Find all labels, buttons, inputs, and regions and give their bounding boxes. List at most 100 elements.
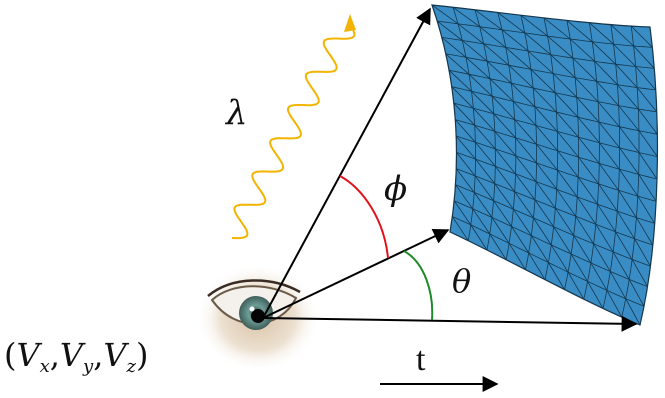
mesh-line [617, 84, 639, 110]
mesh-line [456, 152, 476, 177]
mesh-line [508, 64, 534, 89]
mesh-line [589, 22, 614, 45]
mesh-line [511, 83, 536, 107]
mesh-line [524, 32, 551, 55]
light-wave [231, 21, 356, 240]
vx-symbol: V [16, 336, 42, 374]
theta-label: θ [452, 262, 471, 300]
mesh-line [514, 191, 534, 219]
comma-1: , [50, 336, 60, 374]
mesh-line [557, 169, 578, 198]
mesh-line [453, 102, 475, 126]
mesh-line [578, 136, 600, 164]
mesh-line [453, 200, 472, 226]
mesh-line [465, 57, 491, 79]
mesh-surface [431, 4, 659, 326]
mesh-line [534, 106, 558, 132]
eye-image [196, 264, 320, 372]
mesh-line [612, 251, 630, 280]
mesh-line [570, 253, 588, 282]
mesh-line [535, 125, 558, 152]
mesh-line [470, 224, 488, 251]
mesh-line [515, 155, 537, 182]
mesh-line [441, 37, 467, 58]
mesh-line [590, 262, 608, 291]
vy-subscript: y [82, 356, 94, 377]
mesh-line [576, 196, 597, 225]
vz-symbol: V [103, 336, 129, 374]
vy-symbol: V [60, 336, 86, 374]
mesh-line [436, 20, 463, 41]
mesh-line [491, 217, 510, 244]
mesh-line [597, 203, 616, 233]
mesh-line [543, 17, 571, 40]
mesh-line [534, 199, 554, 227]
mesh-line [554, 92, 579, 118]
mesh-line [594, 61, 618, 85]
mesh-line [609, 271, 627, 299]
mesh-line [548, 262, 565, 290]
mesh-line [491, 95, 515, 120]
mesh-line [468, 74, 493, 97]
mesh-line [513, 101, 537, 126]
mesh-line [533, 217, 552, 246]
mesh-line [637, 108, 658, 135]
mesh-line [462, 40, 488, 62]
mesh-line [501, 29, 529, 52]
theta-arc [403, 250, 434, 321]
mesh-line [577, 176, 598, 205]
arrow-to-surface-bottom [262, 315, 638, 332]
mesh-line [557, 150, 579, 178]
mesh-line [513, 208, 532, 236]
mesh-line [474, 175, 494, 201]
mesh-line [457, 23, 484, 45]
mesh-line [530, 235, 549, 263]
mesh-line [528, 252, 546, 280]
mesh-line [618, 190, 637, 218]
mesh-line [475, 142, 496, 167]
mesh-line [619, 126, 640, 153]
mesh-line [479, 26, 506, 48]
mesh-line [597, 101, 620, 127]
mesh-line [625, 298, 641, 325]
mesh-line [635, 66, 657, 91]
vx-subscript: x [40, 356, 50, 377]
mesh-line [630, 25, 653, 48]
viewpoint-label: (Vx,Vy,Vz) [4, 336, 148, 377]
mesh-line [595, 223, 614, 253]
mesh-line [494, 166, 516, 192]
mesh-line [599, 142, 620, 170]
mesh-line [638, 174, 657, 202]
mesh-line [631, 259, 648, 287]
mesh-line [573, 235, 592, 264]
mesh-line [489, 78, 514, 102]
mesh-line [515, 137, 537, 164]
mesh-line [615, 63, 638, 88]
mesh-line [550, 244, 569, 273]
mesh-line [615, 231, 633, 260]
mesh-line [591, 41, 616, 65]
mesh-line [598, 183, 618, 212]
mesh-line [489, 233, 507, 260]
arrow-to-surface-top [262, 7, 431, 319]
mesh-line [567, 271, 585, 300]
mesh-line [578, 156, 599, 185]
mesh-line [535, 181, 556, 209]
mesh-line [638, 130, 658, 157]
mesh-line [432, 5, 459, 25]
mesh-line [619, 147, 640, 175]
mesh-line [593, 243, 611, 272]
mesh-line [471, 91, 495, 115]
mesh-line [637, 195, 656, 224]
mesh-line [505, 47, 532, 70]
mesh-line [547, 35, 574, 59]
mesh-line [618, 105, 640, 131]
mesh-line [451, 216, 469, 241]
mesh-line [493, 200, 512, 227]
mesh-line [475, 158, 496, 184]
time-label: t [416, 341, 426, 378]
mesh-line [556, 189, 577, 217]
mesh-line [613, 43, 636, 67]
mesh-line [497, 12, 526, 34]
